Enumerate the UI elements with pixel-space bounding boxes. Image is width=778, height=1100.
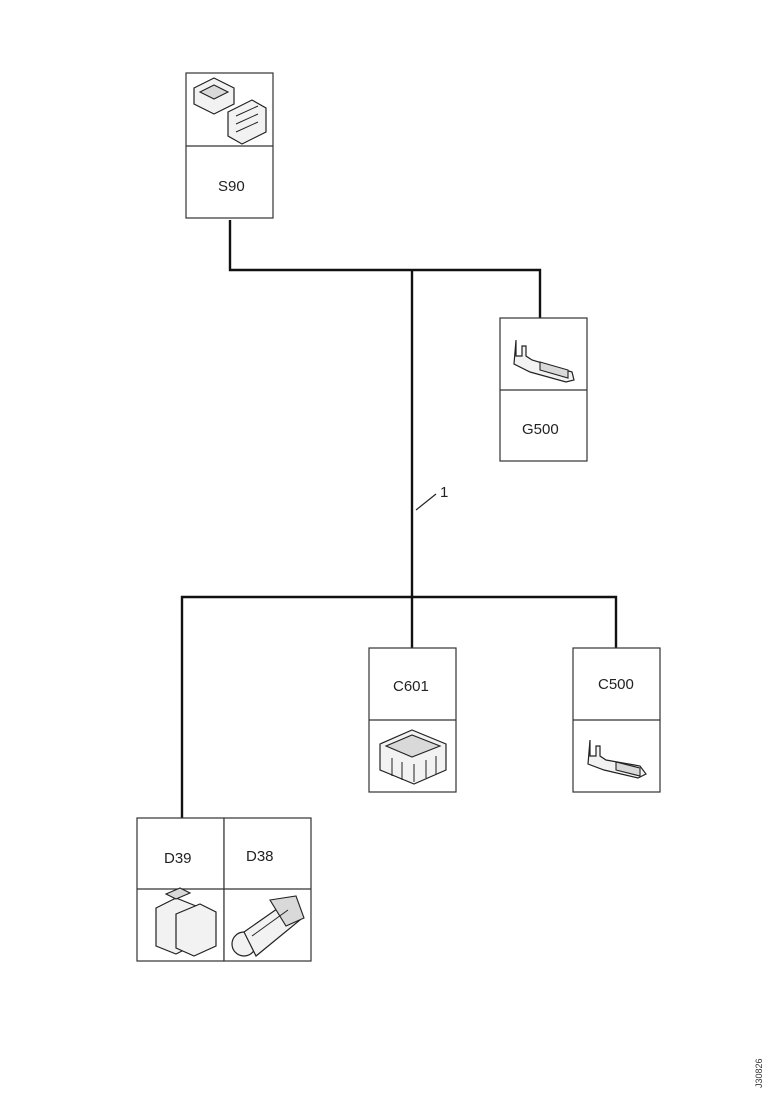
component-d38[interactable]: D38 [223, 817, 312, 962]
component-c500[interactable]: C500 [572, 647, 661, 793]
component-label: G500 [522, 421, 559, 438]
harness-wires [180, 220, 618, 820]
wire-callout-number: 1 [440, 484, 448, 501]
wire-s90-to-trunk [228, 220, 542, 318]
component-c601[interactable]: C601 [368, 647, 457, 793]
component-label: D38 [246, 848, 274, 865]
switch-connector-icon [193, 77, 267, 145]
wire-lower-bus [180, 595, 618, 820]
relay-unit-icon [155, 887, 217, 957]
component-g500[interactable]: G500 [499, 317, 588, 462]
multi-pin-connector-icon [379, 729, 447, 785]
component-label: C500 [598, 676, 634, 693]
terminal-contact-icon [513, 339, 575, 383]
wire-callout: 1 [415, 484, 448, 511]
component-label: C601 [393, 678, 429, 695]
terminal-contact-icon [587, 739, 647, 779]
component-label: D39 [164, 850, 192, 867]
component-label: S90 [218, 178, 245, 195]
drawing-ref-code: J30826 [754, 1058, 764, 1088]
motor-actuator-icon [231, 895, 305, 957]
component-d39[interactable]: D39 [136, 817, 225, 962]
component-s90[interactable]: S90 [185, 72, 274, 219]
